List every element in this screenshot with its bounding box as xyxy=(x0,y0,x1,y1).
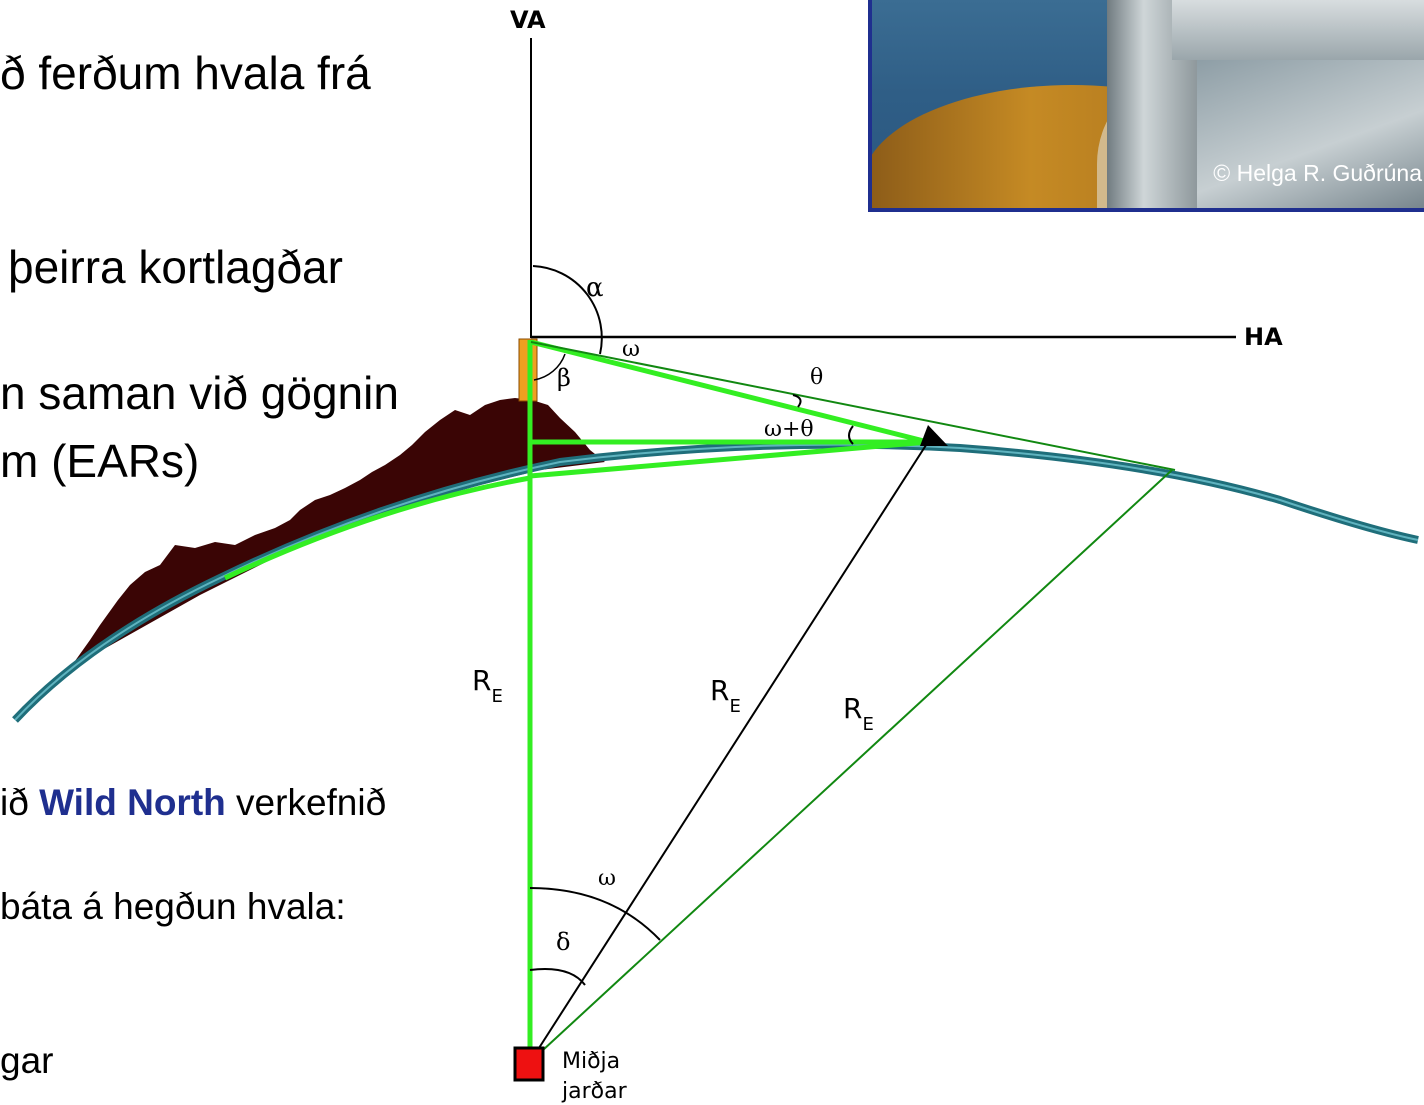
sight-line xyxy=(530,339,929,445)
center-label-line2: jarðar xyxy=(561,1079,628,1104)
slide-text-line-3: n saman við gögnin xyxy=(0,367,399,419)
radius-label-horizon: RE xyxy=(843,692,874,735)
delta-arc-center xyxy=(529,968,586,986)
omega-theta-arc xyxy=(848,425,854,445)
whale-marker xyxy=(920,425,948,446)
theta-label: θ xyxy=(810,365,823,390)
surface-tangent-left xyxy=(223,475,531,581)
project-prefix: ið xyxy=(0,782,40,823)
photo-credit: © Helga R. Guðrúna xyxy=(1213,160,1422,186)
radius-label-vertical: RE xyxy=(472,664,503,707)
horizon-tangent-line xyxy=(530,341,1176,471)
last-line: gar xyxy=(0,1040,54,1081)
center-label-line1: Miðja xyxy=(562,1049,620,1074)
slide-text-line-2: þeirra kortlagðar xyxy=(8,241,343,293)
omega-label-center: ω xyxy=(598,866,616,891)
project-suffix: verkefnið xyxy=(225,782,387,823)
project-name: Wild North xyxy=(39,782,226,823)
photo-frame-top xyxy=(1172,0,1424,60)
project-line: ið Wild North verkefnið xyxy=(0,782,386,824)
radius-symbol-2: R xyxy=(710,674,729,707)
omega-arc-center xyxy=(529,887,661,941)
earth-center-marker xyxy=(513,1046,545,1082)
radius-symbol-1: R xyxy=(472,664,491,697)
radius-line-whale xyxy=(529,441,929,1063)
slide-text-line-4: m (EARs) xyxy=(0,435,200,487)
beta-label: β xyxy=(557,364,571,392)
radius-subscript-1: E xyxy=(491,686,502,707)
omega-label-top: ω xyxy=(622,337,640,362)
omega-plus-theta-label: ω+θ xyxy=(764,417,814,442)
radius-label-whale: RE xyxy=(710,674,741,717)
theta-arc xyxy=(792,394,802,408)
ha-label: HA xyxy=(1244,323,1283,351)
alpha-arc xyxy=(532,265,603,355)
radius-subscript-3: E xyxy=(862,714,873,735)
observation-photo: © Helga R. Guðrúna xyxy=(868,0,1424,212)
beta-arc xyxy=(533,353,566,381)
boats-line: báta á hegðun hvala: xyxy=(0,886,346,927)
va-label: VA xyxy=(510,6,546,34)
radius-subscript-2: E xyxy=(729,696,740,717)
radius-line-horizon xyxy=(529,469,1173,1063)
earth-surface-highlight xyxy=(14,443,1419,721)
mountain-shape xyxy=(70,398,605,668)
alpha-label: α xyxy=(586,273,604,303)
slide-text-line-1: ð ferðum hvala frá xyxy=(0,47,371,99)
delta-label: δ xyxy=(556,928,570,956)
radius-symbol-3: R xyxy=(843,692,862,725)
surface-chord-line xyxy=(529,439,929,479)
photo-pane xyxy=(1197,60,1424,208)
